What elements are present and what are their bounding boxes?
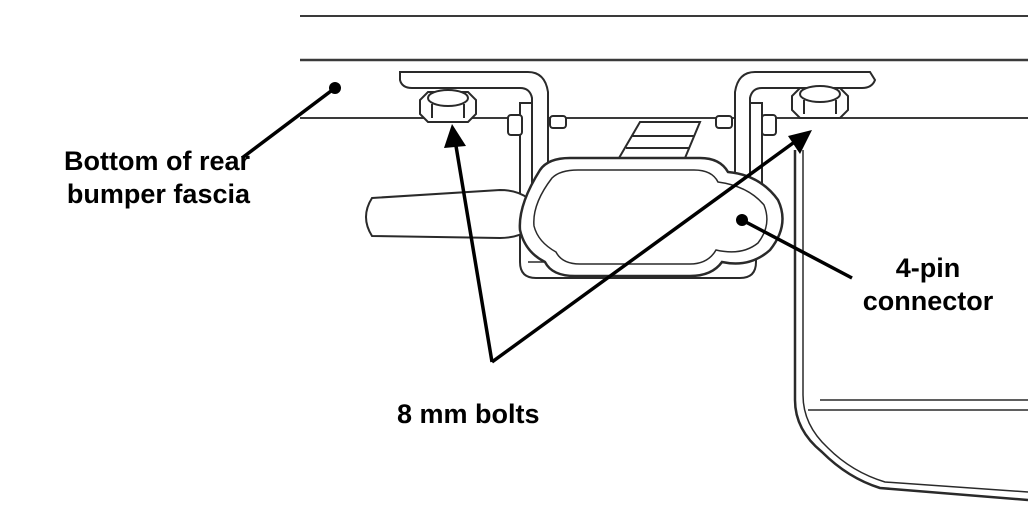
connector-cap-tab — [365, 188, 542, 240]
bolts-label: 8 mm bolts — [397, 399, 540, 429]
left-bolt — [419, 89, 477, 123]
bumper-leader-line — [240, 86, 337, 160]
bumper-fascia-label: Bottom of rear bumper fascia — [8, 145, 250, 211]
connector-leader-line — [741, 218, 853, 280]
frame-contour — [793, 150, 1028, 502]
four-pin-connector-body — [518, 156, 784, 278]
bumper-label-line-1: Bottom of rear — [63, 146, 250, 176]
connector-label-line-2: connector — [862, 286, 994, 316]
left-bolt-leader-line — [453, 139, 494, 363]
bolt-arrowheads — [444, 124, 812, 154]
bumper-label-line-2: bumper fascia — [66, 179, 250, 209]
right-bolt-arrowhead — [788, 130, 812, 154]
connector-label: 4-pin connector — [838, 252, 1018, 318]
left-bolt-arrowhead — [444, 124, 466, 148]
right-bolt — [791, 85, 849, 119]
connector-label-line-1: 4-pin — [895, 253, 961, 283]
leader-lines — [240, 86, 853, 364]
bumper-fascia-outline — [300, 15, 1028, 119]
right-bolt-leader-line — [490, 136, 802, 364]
